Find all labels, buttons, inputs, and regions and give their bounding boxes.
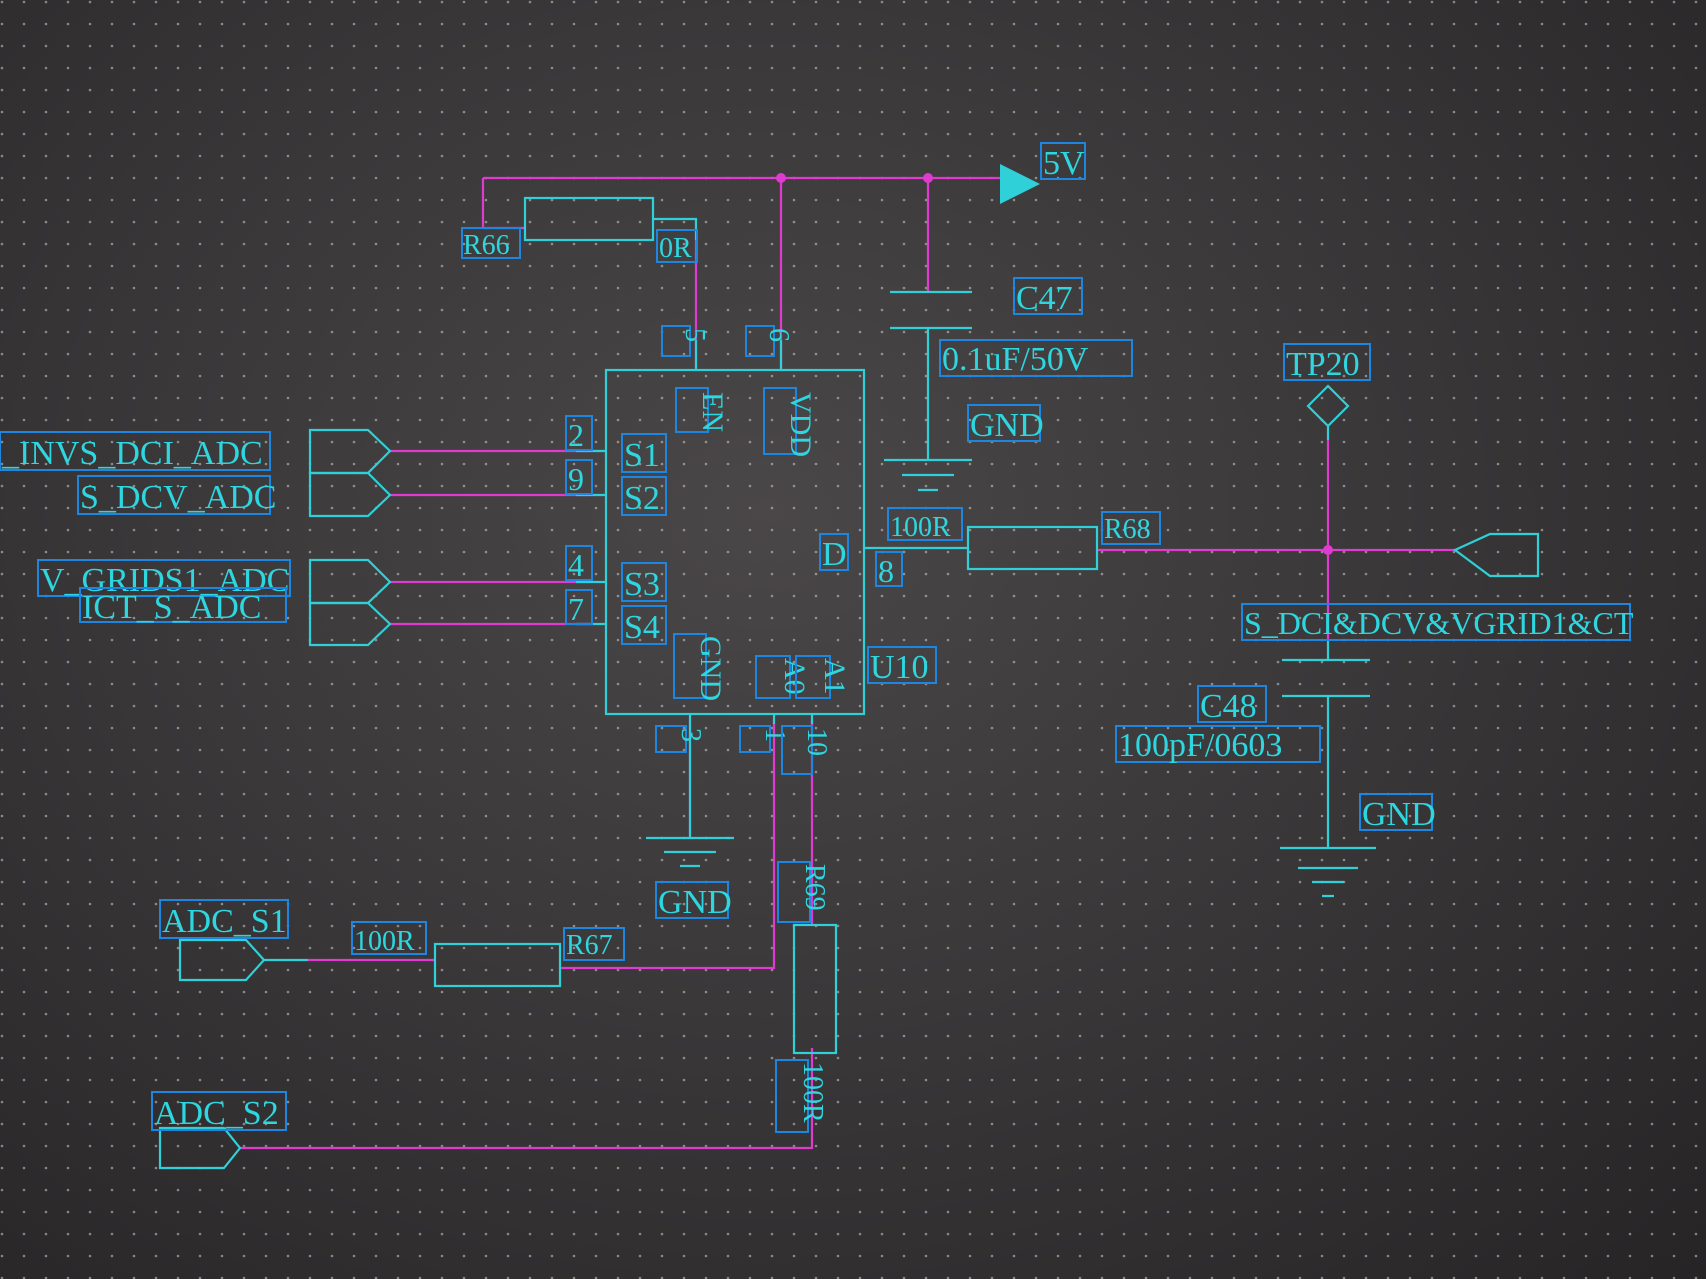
pin-name-d: D xyxy=(822,536,847,573)
r67-ref: R67 xyxy=(566,930,613,961)
component-outlines xyxy=(158,164,1540,1170)
output-port-shape xyxy=(1452,532,1540,578)
c48-ref: C48 xyxy=(1200,688,1257,725)
c47-gnd-label: GND xyxy=(970,407,1044,444)
c48-ground-symbol xyxy=(1280,846,1376,898)
pin-name-s4: S4 xyxy=(624,609,660,646)
pin-num-s3: 4 xyxy=(568,547,584,583)
tp20-symbol xyxy=(1306,384,1350,440)
u10-body xyxy=(604,368,866,716)
r69-body xyxy=(792,923,838,1055)
r69-value: 100R xyxy=(797,1062,828,1123)
port-shape-1 xyxy=(308,428,392,475)
port-shape-2 xyxy=(308,471,392,518)
pin-name-s3: S3 xyxy=(624,566,660,603)
port-shape-3 xyxy=(308,558,392,605)
labels: 5V R66 0R C47 0.1uF/50V GND TP20 5 6 EN … xyxy=(0,142,1634,1133)
pin-name-s2: S2 xyxy=(624,480,660,517)
r67-value: 100R xyxy=(354,926,415,957)
r68-body xyxy=(966,525,1099,571)
r66-ref: R66 xyxy=(463,230,510,261)
r69-ref: R69 xyxy=(799,864,830,911)
net-label-adc-s1: ADC_S1 xyxy=(162,903,287,940)
net-label-5v: 5V xyxy=(1043,145,1085,182)
pin-name-gnd: GND xyxy=(694,636,727,701)
pin-num-en: 5 xyxy=(679,328,710,342)
net-label-adc-s2: ADC_S2 xyxy=(154,1095,279,1132)
chip-ref: U10 xyxy=(870,649,929,686)
pin-name-en: EN xyxy=(696,392,729,432)
net-label-s-dcv: S_DCV_ADC xyxy=(80,479,276,516)
r67-body xyxy=(433,942,562,988)
c47-ref: C47 xyxy=(1016,280,1073,317)
net-label-ict-s: ICT_S_ADC xyxy=(82,589,261,626)
vcc-arrow xyxy=(1000,164,1040,204)
r66-value: 0R xyxy=(659,233,692,264)
pin-num-a1: 10 xyxy=(801,728,832,756)
u10-gnd-label: GND xyxy=(658,884,732,921)
port-shape-4 xyxy=(308,601,392,647)
c48-value: 100pF/0603 xyxy=(1118,727,1282,764)
pin-num-a0: 1 xyxy=(759,728,790,742)
pin-name-a0: A0 xyxy=(778,658,811,695)
adc-s1-port-shape xyxy=(178,938,266,982)
r68-value: 100R xyxy=(890,512,951,543)
pin-num-s2: 9 xyxy=(568,461,584,497)
pin-num-s1: 2 xyxy=(568,417,584,453)
pin-name-a1: A1 xyxy=(818,658,851,695)
pin-name-s1: S1 xyxy=(624,437,660,474)
pin-num-s4: 7 xyxy=(568,591,584,627)
adc-s2-port-shape xyxy=(158,1126,242,1170)
output-net-label: S_DCI&DCV&VGRID1&CT xyxy=(1244,605,1634,641)
pin-name-vdd: VDD xyxy=(784,392,817,457)
pin-num-gnd: 3 xyxy=(675,728,706,742)
tp20-ref: TP20 xyxy=(1286,346,1360,383)
net-label-invs-dci: _INVS_DCI_ADC xyxy=(1,435,263,472)
c48-gnd-label: GND xyxy=(1362,796,1436,833)
net-label-v-grids1: V_GRIDS1_ADC xyxy=(40,562,289,599)
c47-value: 0.1uF/50V xyxy=(942,341,1089,378)
pin-num-d: 8 xyxy=(878,553,894,589)
pin-num-vdd: 6 xyxy=(763,328,794,342)
u10-ground-symbol xyxy=(646,724,734,868)
junctions xyxy=(776,173,1333,555)
c47-ground-symbol xyxy=(884,458,972,492)
r68-ref: R68 xyxy=(1104,514,1151,545)
